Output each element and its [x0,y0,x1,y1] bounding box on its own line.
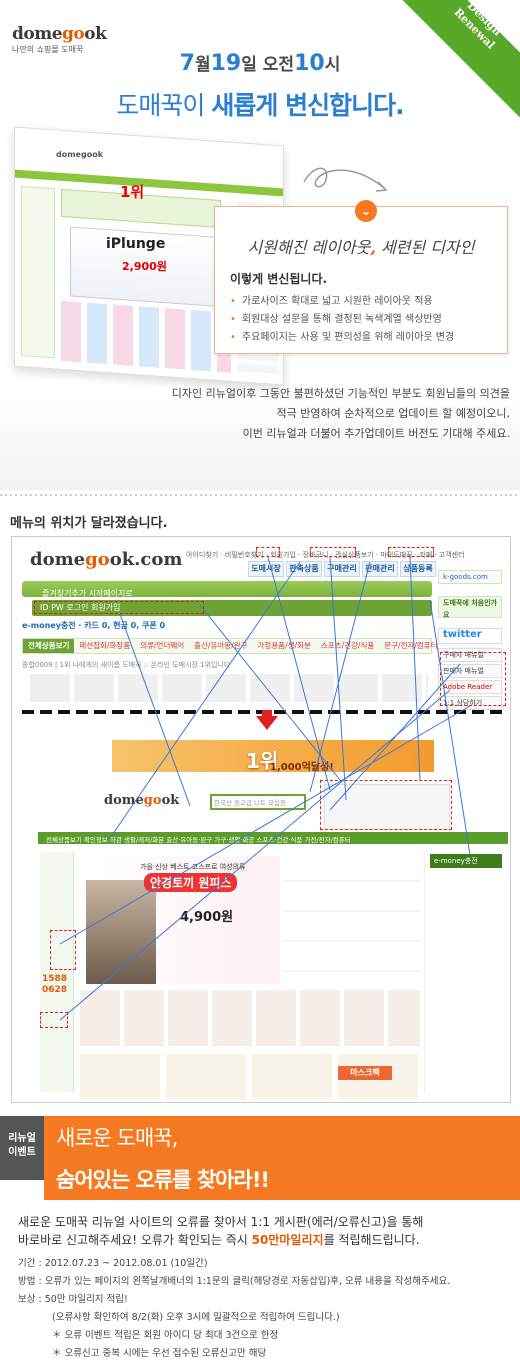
new-amount: 1,000억달성! [270,762,334,773]
highlight-box [440,652,506,706]
old-right-sidebar: k-goods.com 도매꾹에 처음인가요 twitter 구매자 매뉴얼 판… [438,570,506,710]
old-site-logo: domegook.com [30,549,183,570]
section-divider [0,494,520,496]
new-left-wing [40,852,74,1092]
preview-rank-badge: 1위 [120,183,145,201]
old-consult: 1:1 상담하기 [438,696,502,710]
event-title-2: 숨어있는 오류를 찾아라!! [56,1168,270,1192]
old-product-thumbs [30,674,428,702]
callout-item: 회원대상 설문을 통해 결정된 녹색계열 색상반영 [230,310,442,325]
old-first-visit: 도매꾹에 처음인가요 [438,596,502,619]
event-title-bar-1 [44,1116,520,1158]
menu-item: 의류/언더웨어 [140,641,185,650]
down-arrow-icon [256,716,278,730]
swirl-arrow-icon [303,167,388,192]
event-title-1: 새로운 도매꾹, [56,1126,178,1150]
launch-date: 7월19일 오전10시 [179,51,341,76]
old-seller-manual: 판매자 매뉴얼 [438,664,502,678]
menu-item: 문구/전자/컴퓨터 [384,641,438,650]
old-adobe-reader: Adobe Reader [438,680,502,694]
highlight-box [34,601,204,614]
preview-product-price: 2,900원 [122,260,167,273]
new-model-image [86,880,156,984]
callout-subtitle: 이렇게 변신됩니다. [230,272,328,286]
menu-item: 패션잡화/화장품 [79,641,131,650]
menu-item: 전체상품보기 [23,639,75,653]
menu-item: 출산/유아동/완구 [194,641,248,650]
new-site-logo: domegook [104,793,180,808]
down-arrow-icon-stem [262,710,272,718]
tab-market: 도매시장 [248,561,284,577]
new-search-placeholder: 한국산 원고급 니트 모음전 [214,799,286,807]
event-rule: ＊ 오류신고 중복 시에는 우선 접수된 오류신고만 해당 [52,1348,267,1359]
new-middle-column [284,852,420,982]
tab-register: 상품등록 [400,561,436,577]
new-right-column [424,852,506,1092]
highlight-box [388,547,434,557]
new-category-nav [38,832,508,844]
event-note: (오류사항 확인하여 8/2(화) 오후 3시에 일괄적으로 적립하여 드립니다… [52,1312,340,1323]
new-promo-price: 4,900원 [180,910,234,925]
event-description: 새로운 도매꾹 리뉴얼 사이트의 오류를 찾아서 1:1 게시판(에러/오류신고… [18,1215,424,1247]
event-method: 방법 : 오류가 있는 페이지의 왼쪽날개배너의 1:1문의 클릭(해당경로 자… [18,1276,451,1287]
new-mask-label: 마스크팩 [338,1066,392,1080]
twitter-icon: twitter [438,628,502,644]
menu-section-title: 메뉴의 위치가 달라졌습니다. [10,516,168,531]
old-emoney-line: e-money충전 · 카드 0, 현금 0, 쿠폰 0 [22,621,166,630]
old-login-bar [32,600,432,616]
old-main-tabs: 도매시장 판촉상품 구매관리 판매관리 상품등록 [248,561,436,577]
highlight-box [310,547,356,557]
event-period: 기간 : 2012.07.23 ~ 2012.08.01 (10일간) [18,1258,208,1269]
tab-sales: 판매관리 [362,561,398,577]
old-login-text: ID PW 로그인 회원가입 [40,603,121,612]
menu-item: 가정용품/생/화분 [257,641,311,650]
domegook-logo[interactable]: domegook [12,24,107,44]
tab-promo: 판촉상품 [286,561,322,577]
new-category-nav-text: 전체상품보기 확인정보 하관 생활/레저/화분 출산·유아동·완구 가구·생활·… [46,836,351,844]
highlight-box [320,780,452,830]
event-reward: 보상 : 50만 마일리지 적립! [18,1294,128,1305]
new-rank-badge: 1위 [246,749,279,773]
highlight-box [40,1012,68,1028]
event-title-bar-2 [44,1158,520,1200]
new-phone-number: 1588 0628 [42,974,68,995]
old-ticker: 종합0009 | 1위 나에게의 새이름 도매꾹 :: 온라인 도매시장 1위입… [22,661,231,669]
highlight-box [50,930,76,970]
callout-title: 시원해진 레이아웃, 세련된 디자인 [247,238,475,257]
old-top-nav: 아이디찾기 · 비밀번호찾기 · 회원가입 · 장바구니 · 관심상품보기 · … [186,551,465,559]
preview-logo: domegook [56,150,104,159]
new-top-banner [112,740,434,772]
event-rule: ＊ 오류 이벤트 적립은 회원 아이디 당 최대 3건으로 한정 [52,1330,279,1341]
new-product-row [80,990,420,1046]
new-emoney-button: e-money충전 [430,854,502,868]
headline: 도매꾹이 새롭게 변신합니다. [116,91,404,120]
preview-product-name: iPlunge [106,236,166,252]
highlight-box [256,547,280,557]
callout-item: 가로사이즈 확대로 넓고 시원한 레이아웃 적용 [230,292,433,307]
menu-item: 스포츠/건강/식품 [320,641,375,650]
chevron-down-icon: ⌄ [355,200,377,222]
callout-item: 주요페이지는 사용 및 편의성을 위해 레이아웃 변경 [230,328,454,343]
old-kgoods-link: k-goods.com [438,570,502,584]
logo-tagline: 나만의 쇼핑몰 도매꾹 [12,45,84,54]
tab-purchase: 구매관리 [324,561,360,577]
old-green-bar: 즐겨찾기추가 시작페이지로 [22,581,432,598]
